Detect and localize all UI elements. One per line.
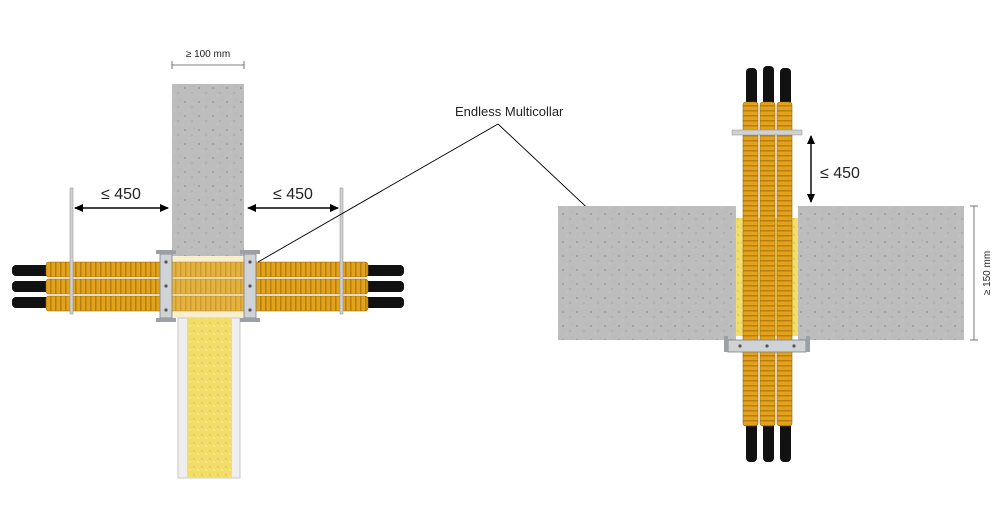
concrete-wall xyxy=(172,84,244,256)
support-rod-left xyxy=(69,187,74,315)
floor-penetration-view: ≤ 450 ≥ 150 mm xyxy=(558,66,993,462)
cable-cores-bottom xyxy=(746,418,791,462)
wall-penetration-view: ≥ 100 mm ≤ 450 ≤ 450 xyxy=(12,49,404,479)
cable-cores-left xyxy=(12,265,52,308)
concrete-slab-left xyxy=(558,206,736,340)
collar-left xyxy=(156,250,176,322)
cable-bundle-vertical xyxy=(742,101,793,427)
slab-thickness-dimension xyxy=(970,205,978,341)
mineral-wool-infill xyxy=(187,318,232,478)
collar-right xyxy=(240,250,260,322)
collar-floor xyxy=(724,336,810,353)
penetration-seal xyxy=(172,256,244,318)
product-name-label: Endless Multicollar xyxy=(455,104,564,119)
concrete-slab-right xyxy=(798,206,964,340)
cable-bundle-horizontal xyxy=(45,261,369,312)
slab-thickness-label: ≥ 150 mm xyxy=(982,251,993,295)
leader-line-left xyxy=(257,123,499,263)
wall-width-dimension xyxy=(171,61,245,69)
cable-cores-top xyxy=(746,66,791,108)
cable-cores-right xyxy=(360,265,404,308)
spacing-label-left: ≤ 450 xyxy=(101,186,141,203)
spacing-label-right: ≤ 450 xyxy=(273,186,313,203)
wall-width-label: ≥ 100 mm xyxy=(186,49,230,60)
support-bracket xyxy=(731,129,803,136)
spacing-label-vertical: ≤ 450 xyxy=(820,165,860,182)
support-rod-right xyxy=(339,187,344,315)
